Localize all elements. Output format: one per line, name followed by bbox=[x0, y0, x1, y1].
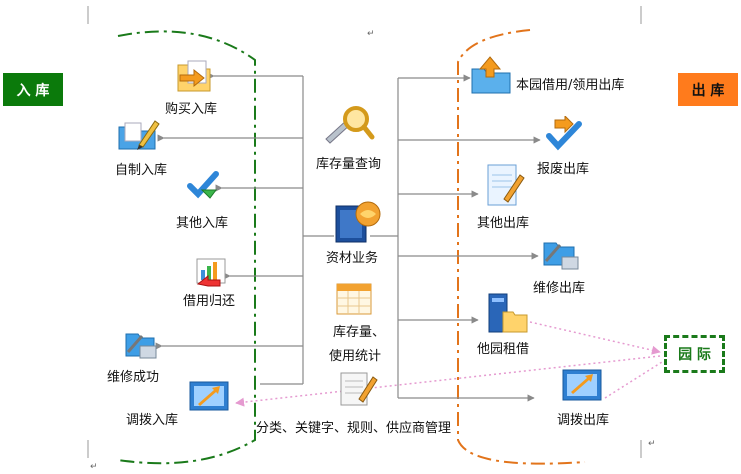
folder-up-icon bbox=[471, 56, 511, 94]
chart-return-icon bbox=[196, 258, 226, 287]
calendar-icon bbox=[336, 283, 372, 315]
outbound-boundary bbox=[457, 29, 586, 465]
folder-arrow-icon bbox=[177, 60, 211, 92]
inbound-item-label: 其他入库 bbox=[176, 216, 229, 231]
outbound-box: 出 库 bbox=[678, 73, 738, 106]
check-arrow-out-icon bbox=[546, 116, 582, 151]
repair-tools-icon bbox=[125, 333, 157, 359]
inbound-item-label: 购买入库 bbox=[165, 102, 218, 117]
outbound-item-label: 报废出库 bbox=[537, 162, 590, 177]
center-item-label: 库存量、 bbox=[333, 325, 386, 340]
inbound-item-label: 维修成功 bbox=[107, 370, 160, 385]
center-item-label: 使用统计 bbox=[329, 349, 382, 364]
server-folder-icon bbox=[488, 293, 528, 333]
center-item-label: 分类、关键字、规则、供应商管理 bbox=[256, 421, 452, 436]
transfer-out-icon bbox=[562, 369, 602, 401]
outbound-item-label: 他园租借 bbox=[477, 342, 530, 357]
outbound-item-label: 调拨出库 bbox=[557, 413, 610, 428]
yuanji-box: 园 际 bbox=[664, 335, 725, 373]
outbound-item-label: 维修出库 bbox=[533, 281, 586, 296]
repair-tools-out-icon bbox=[543, 242, 579, 270]
paragraph-mark: ↵ bbox=[367, 29, 375, 39]
outbound-item-label: 其他出库 bbox=[477, 216, 530, 231]
center-item-label: 库存量查询 bbox=[316, 157, 382, 172]
inbound-boundary bbox=[117, 30, 256, 465]
paragraph-mark: ↵ bbox=[90, 462, 98, 472]
paragraph-mark: ↵ bbox=[648, 439, 656, 449]
inbound-item-label: 自制入库 bbox=[115, 163, 168, 178]
inbound-item-label: 调拨入库 bbox=[126, 413, 179, 428]
transfer-in-icon bbox=[189, 381, 229, 411]
document-pen-icon bbox=[487, 164, 525, 206]
check-arrow-icon bbox=[187, 171, 219, 199]
book-globe-icon bbox=[335, 201, 381, 243]
outbound-item-label: 本园借用/领用出库 bbox=[516, 78, 625, 93]
folder-pen-icon bbox=[118, 120, 160, 150]
inbound-item-label: 借用归还 bbox=[183, 294, 236, 309]
magnifier-icon bbox=[325, 106, 375, 144]
center-item-label: 资材业务 bbox=[326, 251, 379, 266]
notepad-icon bbox=[340, 372, 378, 406]
inbound-box: 入 库 bbox=[3, 73, 63, 106]
